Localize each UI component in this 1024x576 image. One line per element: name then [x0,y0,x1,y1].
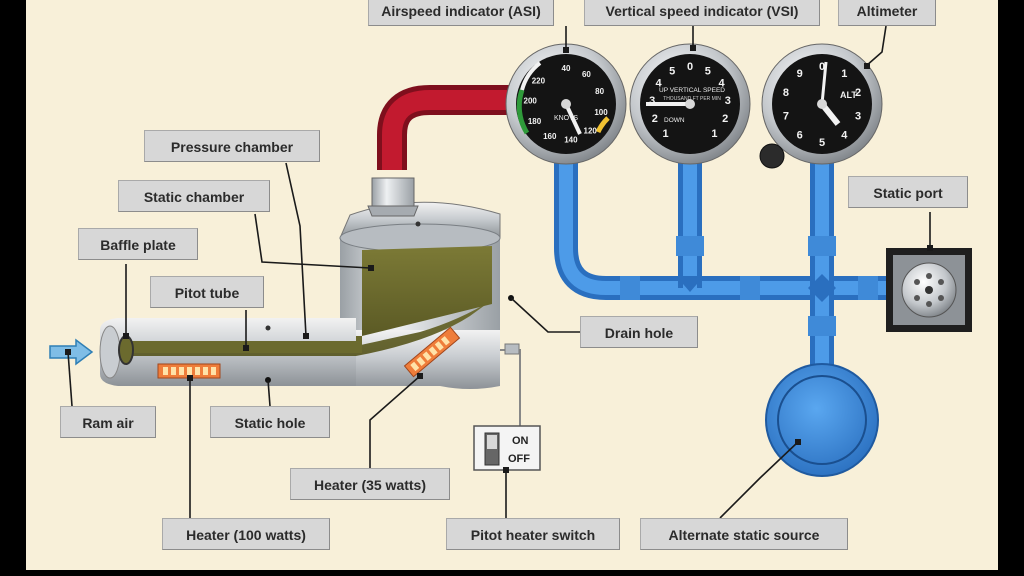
alternate-static-source [765,363,879,477]
switch-on-text: ON [512,435,529,447]
vsi-tick-9: 2 [722,113,728,125]
altimeter-unit-text: ALT [840,90,857,100]
asi-tick-8: 200 [524,96,538,105]
vsi-down-text: DOWN [664,117,685,124]
label-vertical-speed-indicator: Vertical speed indicator (VSI) [584,0,820,26]
pitot-heater-switch: ON OFF [473,425,541,471]
vsi-tick-8: 3 [725,95,731,107]
static-port [886,248,972,332]
label-static-port: Static port [848,176,968,208]
vsi-tick-0: 1 [663,128,669,140]
vsi-subtitle-text: THOUSAND FT PER MIN [663,96,721,102]
alt-tick-1: 1 [841,68,847,80]
vsi-title-text: UP VERTICAL SPEED [659,87,725,94]
alt-tick-3: 3 [855,111,861,123]
asi-tick-0: 40 [562,64,571,73]
asi-tick-6: 160 [543,132,557,141]
label-heater-100-watts: Heater (100 watts) [162,518,330,550]
asi-tick-4: 120 [584,127,598,136]
vsi-tick-2: 3 [649,95,655,107]
altimeter-tick-labels: 0 12 34 5 67 89 [783,61,861,149]
vsi-tick-10: 1 [711,128,717,140]
label-pressure-chamber: Pressure chamber [144,130,320,162]
alt-tick-7: 7 [783,111,789,123]
label-airspeed-indicator: Airspeed indicator (ASI) [368,0,554,26]
alt-tick-5: 5 [819,137,825,149]
alt-tick-9: 9 [797,68,803,80]
alt-tick-4: 4 [841,130,848,142]
asi-tick-3: 100 [594,108,608,117]
leader-dots [65,45,933,473]
alt-tick-6: 6 [797,130,803,142]
pitot-pressure-line-highlight [382,90,520,170]
label-static-hole: Static hole [210,406,330,438]
static-lines [554,160,890,380]
asi-tick-1: 60 [582,70,591,79]
label-ram-air: Ram air [60,406,156,438]
alt-tick-8: 8 [783,87,789,99]
vsi-tick-6: 5 [705,65,711,77]
label-altimeter: Altimeter [838,0,936,26]
vsi-tick-5: 0 [687,61,693,73]
vsi-tick-1: 2 [652,113,658,125]
altimeter-gauge: 0 12 34 5 67 89 ALT [759,43,883,169]
pitot-probe [99,177,521,428]
label-pitot-tube: Pitot tube [150,276,264,308]
vsi-tick-7: 4 [718,78,725,90]
asi-tick-2: 80 [595,87,604,96]
label-drain-hole: Drain hole [580,316,698,348]
asi-tick-9: 220 [532,77,546,86]
label-baffle-plate: Baffle plate [78,228,198,260]
label-heater-35-watts: Heater (35 watts) [290,468,450,500]
alt-tick-0: 0 [819,61,825,73]
asi-tick-5: 140 [564,136,578,145]
asi-tick-7: 180 [528,117,542,126]
label-static-chamber: Static chamber [118,180,270,212]
alt-tick-2: 2 [855,87,861,99]
asi-unit-text: KNOTS [554,115,578,122]
switch-off-text: OFF [508,453,530,465]
vsi-tick-3: 4 [655,78,662,90]
leader-lines [67,25,931,519]
label-alternate-static-source: Alternate static source [640,518,848,550]
vsi-tick-4: 5 [669,65,675,77]
label-pitot-heater-switch: Pitot heater switch [446,518,620,550]
